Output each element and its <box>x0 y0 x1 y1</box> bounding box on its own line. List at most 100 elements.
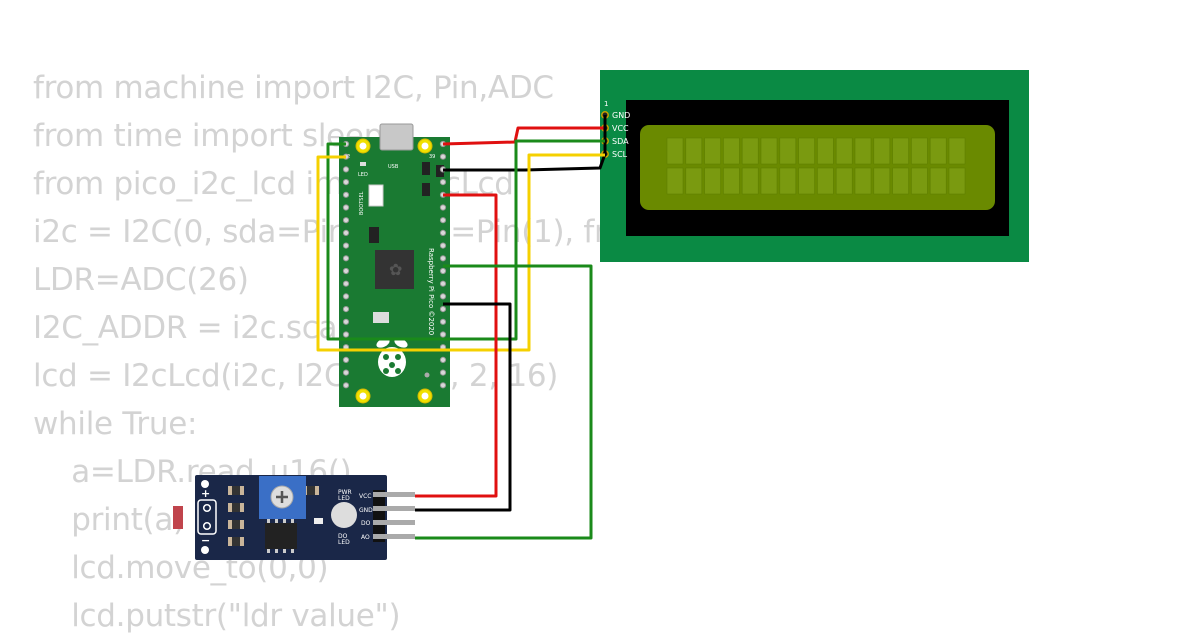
lcd-char-cell <box>779 167 797 195</box>
comparator-chip <box>265 523 297 549</box>
chip-leg <box>291 549 294 553</box>
lcd-module[interactable]: 1 GND VCC SDA SCL <box>600 70 1029 262</box>
lcd-character-grid <box>666 137 966 195</box>
pico-pin[interactable] <box>439 267 447 275</box>
pico-pin[interactable] <box>439 242 447 249</box>
lcd-char-cell <box>929 137 947 165</box>
pico-pin[interactable] <box>342 229 350 236</box>
wire-lcd-vcc[interactable] <box>442 126 605 146</box>
pico-pin[interactable] <box>342 242 350 249</box>
lcd-char-cell <box>854 137 872 165</box>
component-chip <box>436 165 444 177</box>
code-line: LDR=ADC(26) <box>33 262 249 298</box>
pico-pin[interactable] <box>342 382 350 389</box>
pico-pin[interactable] <box>439 255 447 262</box>
lcd-char-cell <box>911 137 928 165</box>
pico-pin[interactable] <box>439 217 447 224</box>
ldr-pin-do[interactable] <box>373 520 415 525</box>
wire-lcd-sda[interactable] <box>326 139 605 341</box>
wire-ldr-vcc[interactable] <box>415 193 498 498</box>
pico-pin[interactable] <box>439 293 447 300</box>
chip-leg <box>283 549 286 553</box>
pico-pin[interactable] <box>439 306 447 313</box>
lcd-pin1-label: 1 <box>604 100 608 108</box>
lcd-char-cell <box>948 137 966 165</box>
pico-pin[interactable] <box>342 217 350 224</box>
pico-pins-left <box>342 140 350 389</box>
wires <box>316 115 607 540</box>
ldr-pin-gnd[interactable] <box>373 506 415 511</box>
lcd-char-cell <box>929 167 947 195</box>
ldr-pin-vcc[interactable] <box>373 492 415 497</box>
lcd-char-cell <box>779 137 797 165</box>
lcd-char-cell <box>741 137 759 165</box>
ldr-pin-label: VCC <box>359 493 371 500</box>
lcd-pin-label: SDA <box>612 137 629 146</box>
component-chip <box>422 162 430 175</box>
chip-leg <box>291 519 294 523</box>
pico-pin[interactable] <box>342 306 350 313</box>
pico-pin[interactable] <box>342 293 350 300</box>
lcd-char-cell <box>835 137 853 165</box>
pico-pin[interactable] <box>342 369 350 376</box>
lcd-char-cell <box>741 167 759 195</box>
resistor-array <box>228 486 319 546</box>
pico-pin[interactable] <box>342 280 350 287</box>
pin-number-label: 39 <box>429 154 435 160</box>
pico-pin[interactable] <box>439 356 447 363</box>
lcd-char-cell <box>798 167 815 195</box>
comparator-chip-legs <box>267 519 294 553</box>
flash-chip <box>373 312 389 323</box>
code-line: lcd.putstr("ldr value") <box>33 598 401 634</box>
raspberry-logo-icon <box>376 338 408 377</box>
pico-pin[interactable] <box>342 267 350 275</box>
lcd-char-cell <box>892 137 909 165</box>
pico-brand-label: Raspberry Pi Pico ©2020 <box>427 248 435 335</box>
pico-pin[interactable] <box>342 166 350 173</box>
wire-lcd-scl[interactable] <box>316 153 605 352</box>
chip-leg <box>267 519 270 523</box>
ldr-pin-ao[interactable] <box>373 534 415 539</box>
bootsel-button[interactable] <box>368 184 384 207</box>
lcd-char-cell <box>704 167 721 195</box>
pico-pin[interactable] <box>342 179 350 186</box>
pico-pin[interactable] <box>439 331 447 338</box>
code-line: from machine import I2C, Pin,ADC <box>33 70 554 106</box>
pico-pin[interactable] <box>439 179 447 186</box>
usb-label: USB <box>388 164 399 170</box>
pico-pin[interactable] <box>342 318 350 325</box>
pico-pin[interactable] <box>439 369 447 376</box>
pico-pin[interactable] <box>439 204 447 211</box>
lcd-char-cell <box>817 167 834 195</box>
wire-ldr-ao[interactable] <box>415 264 593 540</box>
pico-pin[interactable] <box>342 356 350 363</box>
pico-pin[interactable] <box>342 255 350 262</box>
pico-pin[interactable] <box>342 191 350 198</box>
pico-pin[interactable] <box>439 318 447 325</box>
lcd-char-cell <box>835 167 853 195</box>
chip-leg <box>283 519 286 523</box>
plus-label: + <box>201 487 210 500</box>
ldr-pin-label: DO <box>361 520 371 527</box>
smd-led <box>314 518 323 524</box>
pico-pin[interactable] <box>439 153 447 160</box>
lcd-char-cell <box>817 137 834 165</box>
pico-pin[interactable] <box>342 204 350 211</box>
pico-pin[interactable] <box>342 331 350 338</box>
wire-ldr-gnd[interactable] <box>415 302 512 512</box>
pico-pin[interactable] <box>439 280 447 287</box>
potentiometer-cross-icon <box>276 491 288 503</box>
pico-board[interactable]: USB 2 39 LED BOOTSEL ✿ Raspberry Pi Pico… <box>339 123 450 407</box>
lcd-char-cell <box>873 167 891 195</box>
lcd-pin-label: GND <box>612 111 630 120</box>
pico-pin[interactable] <box>439 229 447 236</box>
led-label: LED <box>358 172 368 178</box>
lcd-char-cell <box>798 137 815 165</box>
pico-pin[interactable] <box>439 382 447 389</box>
lcd-char-cell <box>723 137 740 165</box>
lcd-char-cell <box>892 167 909 195</box>
